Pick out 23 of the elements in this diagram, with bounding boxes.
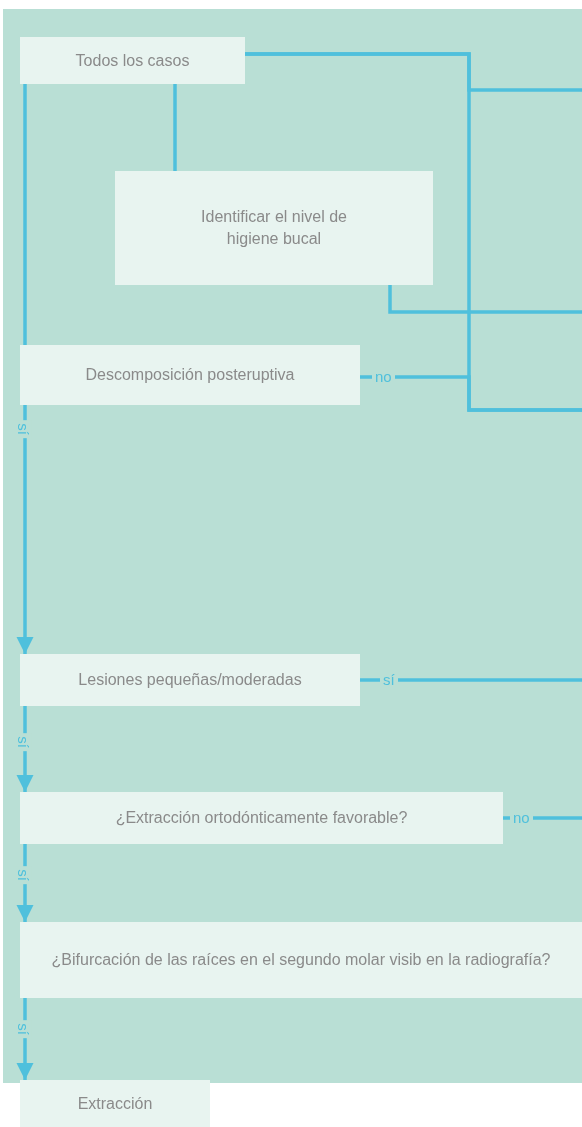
- node-text: ¿Extracción ortodónticamente favorable?: [115, 808, 408, 829]
- node-text: Descomposición posteruptiva: [85, 365, 295, 386]
- arrow: [16, 706, 34, 792]
- decision-box: [20, 792, 503, 844]
- decision-box: [20, 654, 360, 706]
- arrow: [16, 998, 34, 1080]
- decision-box: [20, 922, 582, 998]
- arrow: [16, 405, 34, 654]
- arrow: [16, 844, 34, 922]
- node-text: Identificar el nivel de higiene bucal: [200, 207, 348, 249]
- connector-line: [173, 84, 177, 171]
- node-text: Todos los casos: [75, 50, 190, 71]
- process-box: [115, 171, 433, 285]
- process-box: [20, 37, 245, 84]
- node-text: ¿Bifurcación de las raíces en el segundo molar visib en la radiografía?: [51, 950, 551, 971]
- connector-line: [388, 285, 582, 314]
- connector-line: [360, 678, 582, 682]
- node-text: Extracción: [77, 1093, 153, 1114]
- connector-line: [23, 84, 27, 345]
- outcome-box: [20, 1080, 210, 1127]
- connector-line: [360, 375, 582, 412]
- decision-box: [20, 345, 360, 405]
- node-text: Lesiones pequeñas/moderadas: [78, 670, 302, 691]
